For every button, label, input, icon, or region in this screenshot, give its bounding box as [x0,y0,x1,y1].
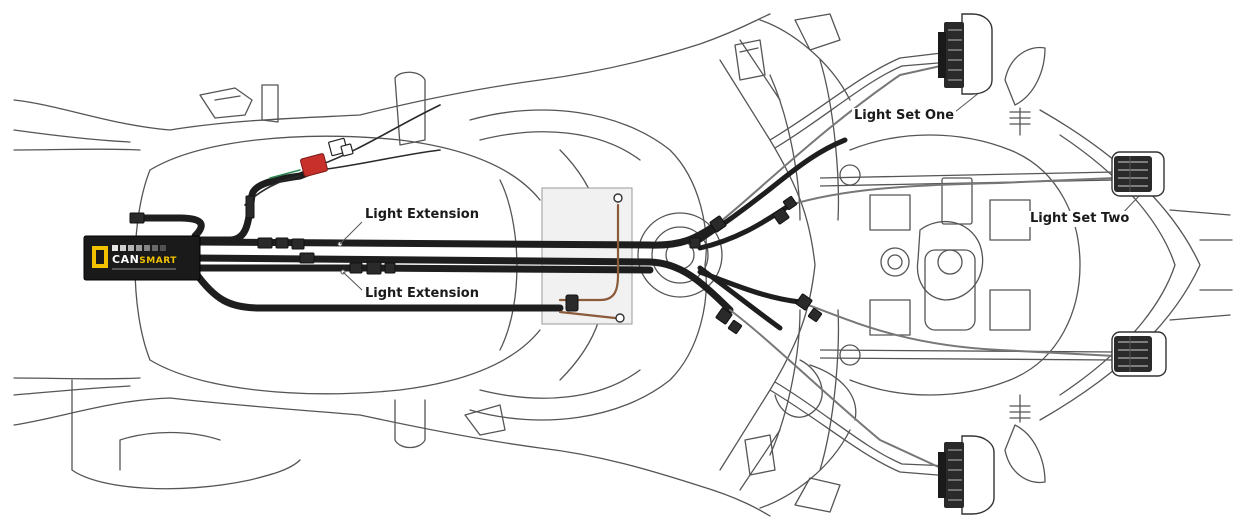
connector-power-lead [245,195,255,219]
controller-led-strip [112,245,166,251]
connector-a3 [291,238,305,250]
main-cable-mid [191,254,734,314]
light-set-one-top-pod [938,13,993,95]
main-cable-bottom [191,268,564,312]
connector-a2 [275,237,289,249]
controller-brand: CANSMART [112,253,177,266]
light-set-two-lower-pod [1111,331,1167,377]
battery-terminals [613,193,625,323]
connector-branch-6 [782,195,798,211]
label-light-extension-lower: Light Extension [363,286,481,302]
connector-branch-4 [795,293,813,311]
connectors [129,195,823,335]
light-set-two-upper-pod [1111,151,1165,197]
connector-b1 [299,252,315,264]
connector-ext-2 [366,261,382,275]
label-light-extension-upper: Light Extension [363,207,481,223]
battery-negative-wire [558,310,617,320]
connector-branch-2 [772,207,790,225]
connector-ecu-branch [129,212,145,224]
connector-ext-3 [384,262,396,274]
fuse-holder [565,294,579,312]
light-set-one-bottom-pod [938,435,995,515]
controller-brand-can: CAN [112,253,140,266]
connector-branch-8 [727,319,743,335]
cansmart-controller [83,235,201,281]
battery-positive-wire [558,203,620,302]
battery-negative-terminal [615,313,625,323]
connector-ext-1 [349,262,363,274]
main-cable-low [191,264,654,274]
label-light-set-one: Light Set One [852,108,957,124]
main-cable-top [191,218,724,249]
connector-branch-3 [715,307,733,325]
power-connector-red [300,137,354,177]
battery-positive-terminal [613,193,623,203]
connector-branch-1 [709,215,727,233]
cable-to-ecu-branch [136,214,205,240]
connector-branch-7 [807,307,823,323]
connector-branch-5 [689,237,701,249]
label-light-set-two: Light Set Two [1028,211,1132,227]
branch-light-two-b [697,269,803,305]
connector-a1 [257,237,273,249]
controller-brand-smart: SMART [139,256,177,266]
